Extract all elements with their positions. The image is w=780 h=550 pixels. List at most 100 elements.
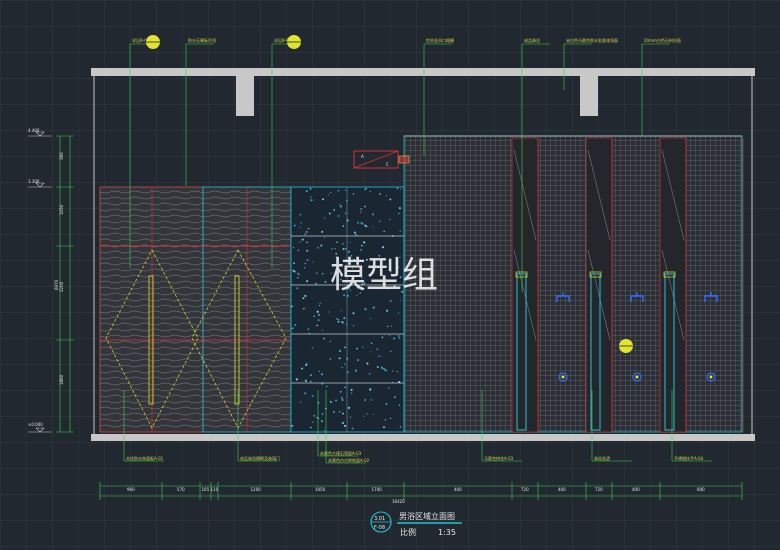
stone-speckle: [369, 317, 371, 319]
stone-speckle: [299, 214, 302, 216]
stone-speckle: [301, 367, 304, 370]
stone-speckle: [341, 399, 344, 401]
stone-speckle: [314, 282, 317, 285]
stone-speckle: [390, 325, 392, 327]
stone-speckle: [344, 212, 347, 215]
stone-speckle: [363, 282, 366, 285]
stone-speckle: [329, 358, 332, 360]
stone-speckle: [345, 323, 348, 325]
stone-speckle: [337, 215, 340, 217]
callout-top-label: 详见B-01: [132, 37, 150, 43]
stone-speckle: [339, 278, 342, 281]
wave-line: [99, 226, 301, 230]
stone-speckle: [345, 248, 347, 250]
glass-reflection: [587, 249, 611, 341]
stone-speckle: [347, 406, 351, 409]
stone-speckle: [357, 221, 360, 224]
bottom-dimension-value: 110: [211, 487, 219, 492]
scale-label: 比例: [400, 527, 416, 537]
stall-divider: [585, 137, 613, 433]
wave-line: [99, 370, 301, 374]
wave-line: [99, 214, 301, 218]
stone-speckle: [341, 397, 343, 399]
watermark-text: 模型组: [330, 255, 438, 296]
stone-speckle: [342, 412, 344, 415]
door-diamond-left: [105, 249, 199, 429]
stone-speckle: [293, 270, 296, 273]
glass-reflection: [513, 149, 537, 241]
stone-speckle: [385, 195, 387, 197]
stone-speckle: [304, 294, 307, 298]
left-dimension-value: 360: [59, 152, 64, 160]
wave-line: [99, 238, 301, 242]
drain-center: [709, 375, 713, 379]
stone-speckle: [331, 248, 333, 250]
stone-speckle: [307, 228, 310, 230]
stone-speckle: [339, 203, 341, 205]
stone-speckle: [306, 241, 308, 244]
stone-speckle: [340, 321, 342, 323]
stone-speckle: [342, 243, 344, 245]
access-marker: [398, 155, 410, 164]
wave-line: [99, 202, 301, 206]
stone-speckle: [339, 205, 342, 208]
ceiling-drop-right: [580, 76, 598, 116]
stone-speckle: [309, 187, 312, 190]
bottom-dimension-value: 960: [127, 487, 135, 492]
stone-speckle: [386, 309, 389, 312]
stone-speckle: [319, 302, 321, 304]
stone-speckle: [399, 256, 401, 258]
bottom-dimension-value: 1200: [251, 487, 262, 492]
stone-speckle: [293, 270, 295, 272]
stone-speckle: [339, 411, 341, 413]
stone-speckle: [352, 312, 355, 315]
wave-line: [99, 334, 301, 338]
drain-icon: [558, 372, 568, 382]
wave-line: [99, 400, 301, 404]
stone-speckle: [344, 363, 346, 365]
stone-speckle: [398, 207, 401, 210]
stone-speckle: [316, 324, 319, 327]
bottom-dimension-value: 400: [454, 487, 462, 492]
stone-speckle: [332, 411, 335, 414]
stone-speckle: [300, 222, 302, 224]
stone-speckle: [316, 272, 318, 274]
stone-speckle: [297, 249, 300, 252]
callout-top-label: 米白色马赛克防水乳胶漆顶面: [566, 37, 618, 43]
stone-speckle: [383, 230, 385, 233]
stone-speckle: [369, 388, 372, 391]
stone-speckle: [360, 222, 362, 224]
callout-bottom-label: 米黄色仿古砖地面A-02: [328, 457, 370, 463]
stone-speckle: [341, 366, 343, 369]
stone-speckle: [320, 373, 324, 376]
stone-speckle: [339, 390, 342, 393]
stone-speckle: [390, 300, 392, 302]
stone-speckle: [301, 238, 304, 241]
stone-speckle: [364, 398, 366, 400]
level-marker-icon: [28, 427, 52, 433]
post-cap: [515, 271, 528, 278]
stone-speckle: [371, 265, 373, 267]
stone-speckle: [311, 395, 314, 397]
stone-speckle: [341, 421, 344, 425]
ceiling-drop-left: [236, 76, 254, 116]
stone-speckle: [306, 259, 309, 262]
wave-line: [99, 298, 301, 302]
stone-speckle: [308, 332, 310, 334]
stone-speckle: [337, 189, 340, 192]
stone-speckle: [376, 366, 379, 368]
stone-speckle: [366, 413, 368, 415]
stone-speckle: [312, 261, 314, 263]
detail-badge-mid: [618, 339, 634, 353]
stone-speckle: [316, 416, 318, 419]
wave-line: [99, 346, 301, 350]
stone-speckle: [304, 262, 307, 265]
stone-speckle: [393, 285, 396, 288]
callout-top-label: 详见B-01: [274, 37, 292, 43]
stone-speckle: [360, 244, 363, 247]
stone-wall-group: [290, 186, 405, 433]
wave-line: [99, 424, 301, 428]
shower-head-icon: [630, 292, 644, 302]
stone-speckle: [338, 357, 341, 360]
